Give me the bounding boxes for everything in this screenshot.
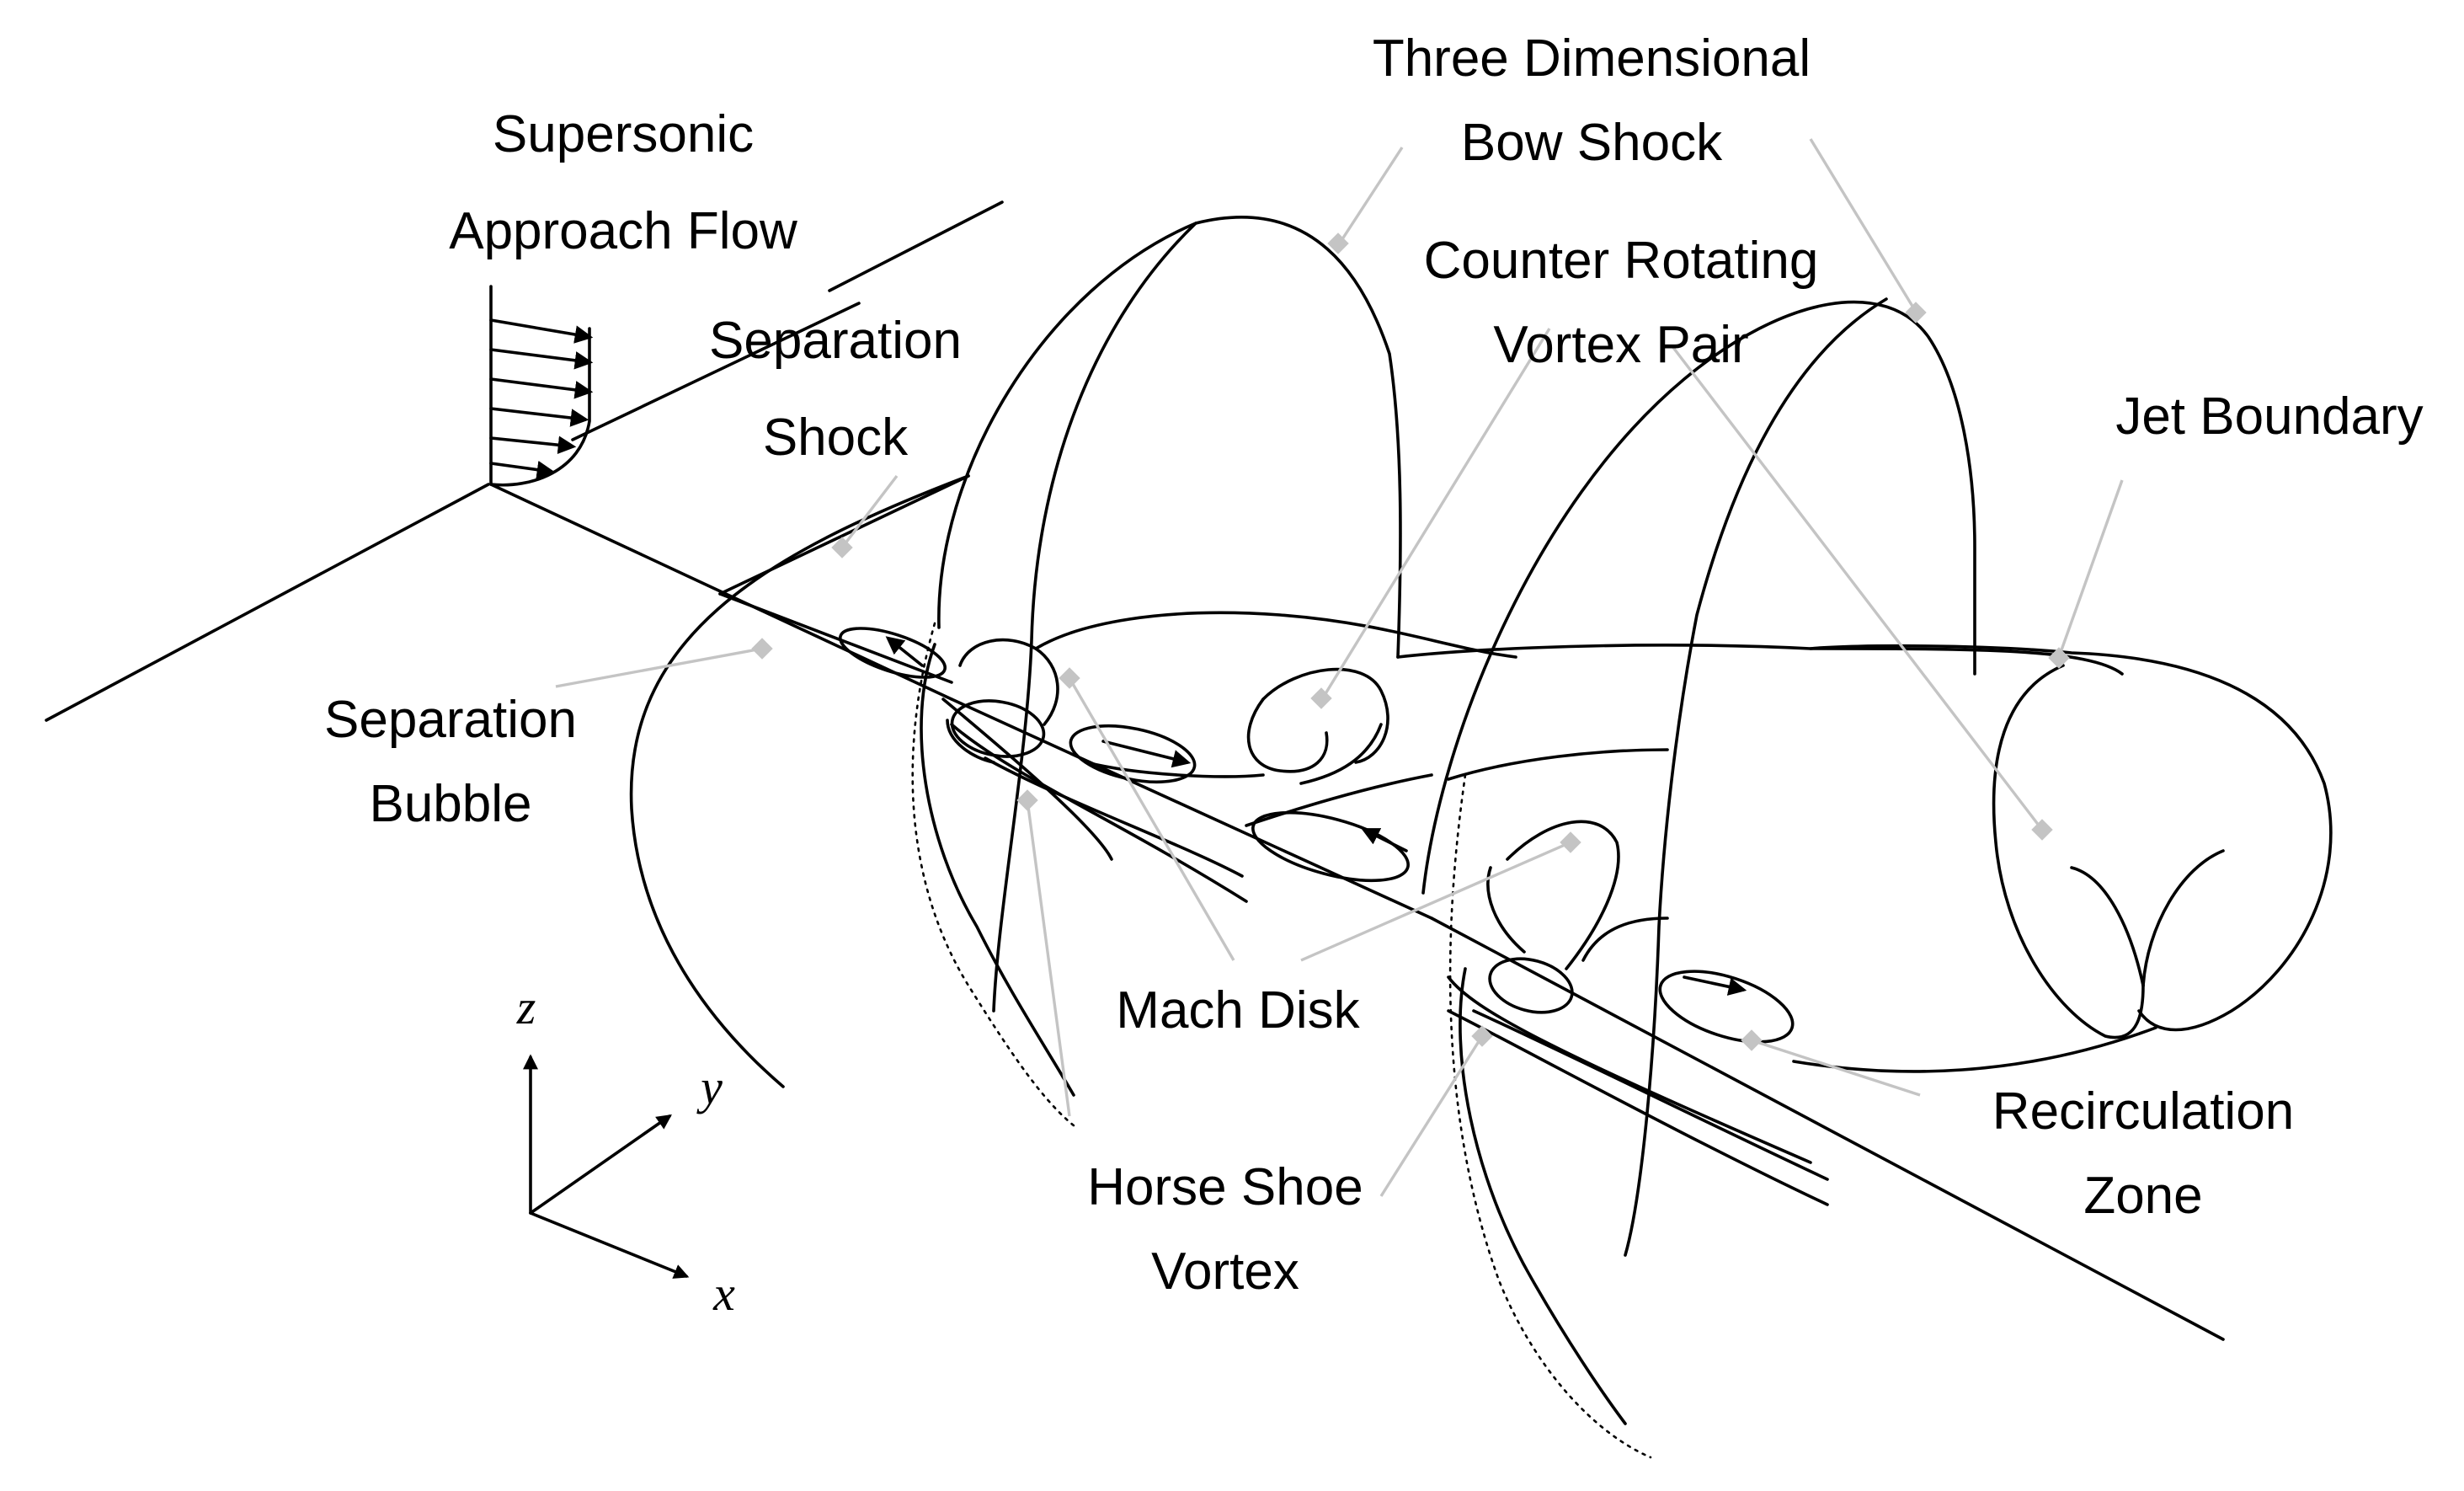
y-axis-label: y [696, 1060, 723, 1114]
recirculation-1 [1069, 724, 1197, 784]
separation-shock-curve [629, 474, 970, 1088]
bow-shock-2 [1421, 297, 1976, 1459]
recirculation-2 [1658, 970, 1795, 1044]
label-separation-shock-line2: Shock [763, 409, 909, 467]
labels: Supersonic Approach Flow Three Dimension… [324, 29, 2424, 1301]
downstream-jet-tube [1792, 644, 2333, 1073]
y-axis-arrow [529, 1114, 672, 1215]
bow-shock-1 [911, 216, 1402, 1130]
coordinate-axes: z y x [516, 980, 735, 1321]
label-mach-disk: Mach Disk [1116, 981, 1360, 1039]
leader-lines [555, 138, 2124, 1197]
label-supersonic-line2: Approach Flow [449, 202, 797, 260]
jet-column-2 [1447, 820, 1829, 1206]
label-recirculation-line1: Recirculation [1992, 1082, 2294, 1141]
label-bow-shock-line2: Bow Shock [1461, 114, 1723, 172]
jet-boundary-tube [1034, 611, 2124, 827]
x-axis-label: x [712, 1266, 735, 1321]
label-separation-bubble-line2: Bubble [369, 775, 531, 833]
label-horse-shoe-line1: Horse Shoe [1087, 1158, 1363, 1216]
trailing-vortex-streak [1251, 810, 1410, 883]
label-crvp-line1: Counter Rotating [1424, 232, 1819, 290]
jet-column-1 [941, 638, 1248, 903]
plate-edges [45, 200, 1004, 722]
velocity-profile [489, 285, 594, 487]
x-axis-arrow [529, 1211, 690, 1279]
label-crvp-line2: Vortex Pair [1493, 316, 1748, 374]
label-recirculation-line2: Zone [2083, 1167, 2202, 1225]
separation-bubble-1 [839, 627, 947, 679]
label-separation-bubble-line1: Separation [324, 691, 577, 749]
z-axis-label: z [516, 980, 536, 1034]
label-separation-shock-line1: Separation [709, 312, 962, 370]
label-supersonic-line1: Supersonic [493, 105, 754, 163]
label-bow-shock-line1: Three Dimensional [1373, 29, 1811, 88]
label-horse-shoe-line2: Vortex [1151, 1242, 1299, 1301]
label-jet-boundary: Jet Boundary [2115, 387, 2423, 446]
